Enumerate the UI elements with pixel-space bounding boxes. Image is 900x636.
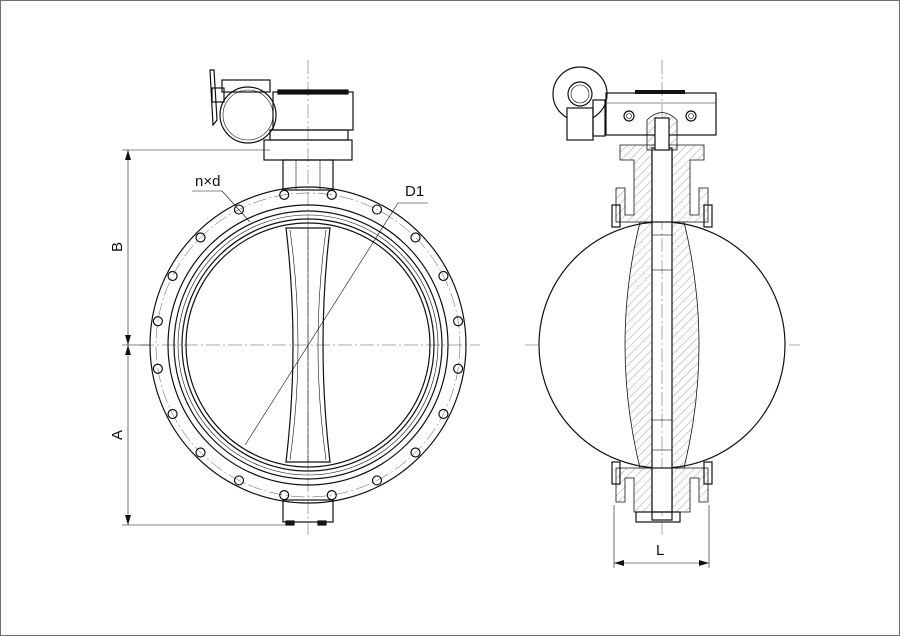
label-nxd: n×d (195, 173, 220, 190)
bolt-hole (167, 408, 178, 420)
d1-leader (244, 202, 399, 446)
bolt-hole (438, 270, 449, 282)
bolt-hole (279, 490, 290, 501)
gear-housing (219, 86, 277, 144)
bottom-trunnion (282, 499, 334, 523)
bolt-hole (326, 490, 337, 501)
bolt-hole (233, 204, 245, 215)
bolt-hole (453, 316, 464, 327)
bolt-hole (371, 475, 383, 486)
front-view: D1 n×d B A (109, 60, 480, 535)
nxd-leader (221, 190, 251, 223)
bolt-hole (410, 447, 421, 458)
gearbox (272, 91, 354, 131)
bolt-hole (152, 363, 163, 374)
bolt-hole (152, 316, 163, 327)
bolt-hole (195, 232, 206, 243)
bolt-hole (233, 475, 245, 486)
bolt-hole (371, 204, 383, 215)
label-l: L (656, 542, 664, 559)
bore (185, 222, 431, 468)
bolt-hole (410, 232, 421, 243)
bolt-hole (167, 270, 178, 282)
bolt-hole (438, 408, 449, 420)
handwheel (209, 69, 218, 127)
label-a: A (109, 430, 126, 440)
side-view: L (525, 60, 800, 568)
bolt-hole (453, 363, 464, 374)
bolt-hole (195, 447, 206, 458)
bolt-circle (155, 192, 461, 498)
disc (285, 227, 331, 463)
label-b: B (109, 242, 126, 252)
label-d1: D1 (405, 183, 424, 200)
